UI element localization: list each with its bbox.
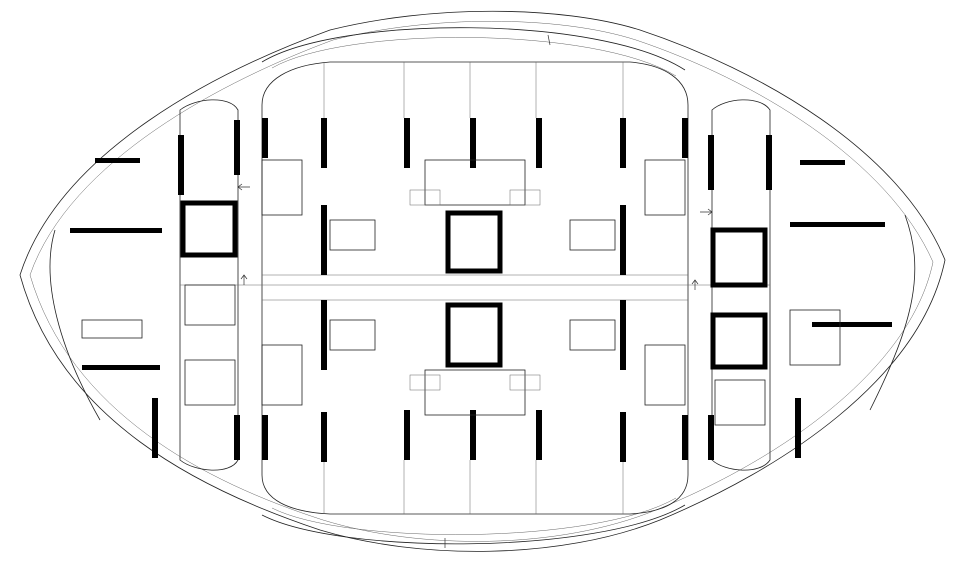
balcony-arcs [49,27,916,545]
unit-outlines [179,61,771,515]
outer-envelope [19,10,946,552]
partition-lines [323,62,624,514]
structural-walls [70,118,892,462]
direction-arrows [237,34,713,548]
interior-partitions [81,159,841,426]
building-cores [180,200,768,370]
